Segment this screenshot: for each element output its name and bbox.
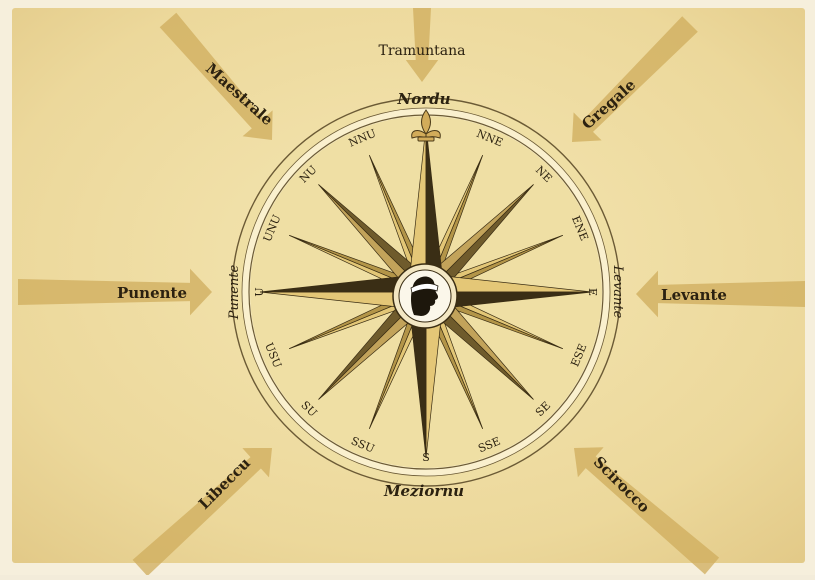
cardinal-name-west: Punente bbox=[227, 264, 242, 320]
compass-point-s: S bbox=[422, 451, 430, 464]
cardinal-name-east: Levante bbox=[610, 265, 625, 319]
wind-label-west: Punente bbox=[117, 284, 187, 302]
wind-label-east: Levante bbox=[661, 286, 727, 304]
compass-point-u: U bbox=[253, 287, 266, 296]
cardinal-name-south: Meziornu bbox=[383, 482, 464, 500]
compass-point-e: E bbox=[586, 288, 599, 296]
moor-head-medallion bbox=[393, 264, 457, 328]
cardinal-name-north: Nordu bbox=[396, 90, 450, 108]
wind-label-north: Tramuntana bbox=[378, 43, 465, 59]
